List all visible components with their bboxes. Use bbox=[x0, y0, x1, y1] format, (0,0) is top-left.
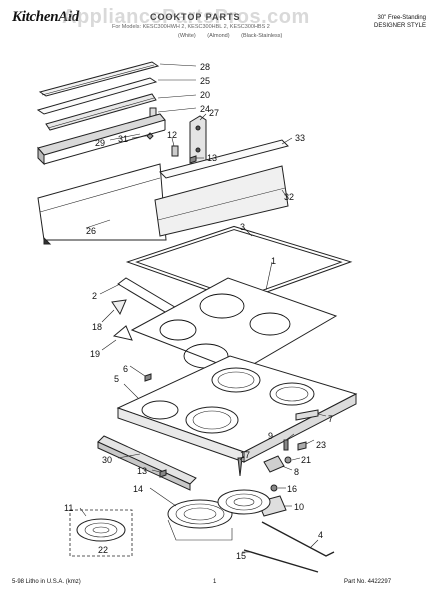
callout-5: 5 bbox=[114, 374, 119, 384]
callout-17: 17 bbox=[240, 450, 250, 460]
callout-25: 25 bbox=[200, 76, 210, 86]
callout-20: 20 bbox=[200, 90, 210, 100]
callout-31: 31 bbox=[118, 134, 128, 144]
callout-28: 28 bbox=[200, 62, 210, 72]
footer-print-info: 5-98 Litho in U.S.A. (kmz) bbox=[12, 579, 81, 585]
callout-15: 15 bbox=[236, 551, 246, 561]
callout-1: 1 bbox=[271, 256, 276, 266]
style-line-2: DESIGNER STYLE bbox=[373, 23, 426, 29]
part-1-glass-cooktop bbox=[130, 277, 338, 373]
part-18-bracket bbox=[111, 299, 127, 316]
part-11-22-group bbox=[69, 509, 133, 557]
callout-22: 22 bbox=[98, 545, 108, 555]
page-title: COOKTOP PARTS bbox=[150, 12, 241, 22]
callout-11: 11 bbox=[64, 503, 73, 513]
part-12-spacer bbox=[171, 145, 179, 157]
brand-logo: KitchenAid bbox=[12, 9, 80, 25]
callout-32: 32 bbox=[284, 192, 294, 202]
part-8-switch bbox=[263, 455, 285, 473]
callout-26: 26 bbox=[86, 226, 96, 236]
part-15-wire-rod bbox=[243, 549, 319, 573]
callout-29: 29 bbox=[95, 138, 105, 148]
callout-13-lower: 13 bbox=[137, 466, 147, 476]
part-26-backguard bbox=[37, 163, 167, 245]
part-19-bracket bbox=[112, 325, 133, 341]
callout-10: 10 bbox=[294, 502, 304, 512]
part-16-screw bbox=[270, 484, 278, 492]
color-black-stainless: (Black-Stainless) bbox=[241, 33, 283, 39]
callout-3: 3 bbox=[240, 222, 245, 232]
part-28-trim bbox=[38, 61, 160, 97]
part-20-rail bbox=[45, 93, 157, 131]
callout-16: 16 bbox=[287, 484, 297, 494]
callout-4: 4 bbox=[318, 530, 323, 540]
part-4-wire-rod bbox=[261, 521, 335, 557]
color-white: (White) bbox=[178, 33, 196, 39]
callout-30: 30 bbox=[102, 455, 112, 465]
part-27-bracket bbox=[189, 115, 207, 167]
part-9-screw bbox=[283, 439, 289, 451]
callout-27: 27 bbox=[209, 108, 219, 118]
part-23-clip bbox=[297, 441, 307, 451]
callout-21: 21 bbox=[301, 455, 311, 465]
style-info: 30" Free-Standing DESIGNER STYLE bbox=[350, 14, 426, 30]
leader-lines bbox=[79, 63, 327, 553]
part-3-support-frame bbox=[125, 225, 353, 303]
part-30-front-channel bbox=[97, 435, 197, 491]
callout-6: 6 bbox=[123, 364, 128, 374]
part-14-element-assembly bbox=[167, 489, 271, 541]
part-13-screw-upper bbox=[189, 155, 197, 164]
callout-2: 2 bbox=[92, 291, 97, 301]
color-variants: (White) (Almond) (Black-Stainless) bbox=[178, 33, 282, 39]
footer-part-number: Part No. 4422297 bbox=[344, 579, 392, 585]
callout-9: 9 bbox=[268, 431, 273, 441]
footer-page-number: 1 bbox=[213, 579, 217, 585]
watermark: AppliancePartsPros.com bbox=[62, 6, 310, 28]
part-17-clip bbox=[237, 457, 243, 477]
callout-7: 7 bbox=[328, 414, 333, 424]
model-list: For Models: KESC300HWH 2, KESC300HBL 2, … bbox=[112, 24, 270, 30]
part-32-front-trim bbox=[154, 165, 289, 237]
callout-13-upper: 13 bbox=[207, 153, 217, 163]
part-5-burner-box bbox=[116, 355, 358, 463]
callout-19: 19 bbox=[90, 349, 100, 359]
part-21-nut bbox=[284, 456, 292, 464]
part-33-strip bbox=[159, 139, 289, 179]
callout-14: 14 bbox=[133, 484, 143, 494]
callout-18: 18 bbox=[92, 322, 102, 332]
part-13-screw-lower bbox=[159, 469, 167, 478]
callout-8: 8 bbox=[294, 467, 299, 477]
callout-33: 33 bbox=[295, 133, 305, 143]
callout-24: 24 bbox=[200, 104, 210, 114]
part-25-strip bbox=[36, 77, 158, 115]
part-29-control-panel bbox=[37, 113, 166, 166]
part-7-rail bbox=[295, 409, 319, 421]
part-6-screw bbox=[144, 373, 152, 382]
callout-labels: 28 25 20 24 27 31 29 12 13 33 32 26 3 1 … bbox=[64, 62, 333, 561]
style-line-1: 30" Free-Standing bbox=[377, 15, 427, 21]
color-almond: (Almond) bbox=[207, 33, 230, 39]
callout-23: 23 bbox=[316, 440, 326, 450]
callout-12: 12 bbox=[167, 130, 177, 140]
